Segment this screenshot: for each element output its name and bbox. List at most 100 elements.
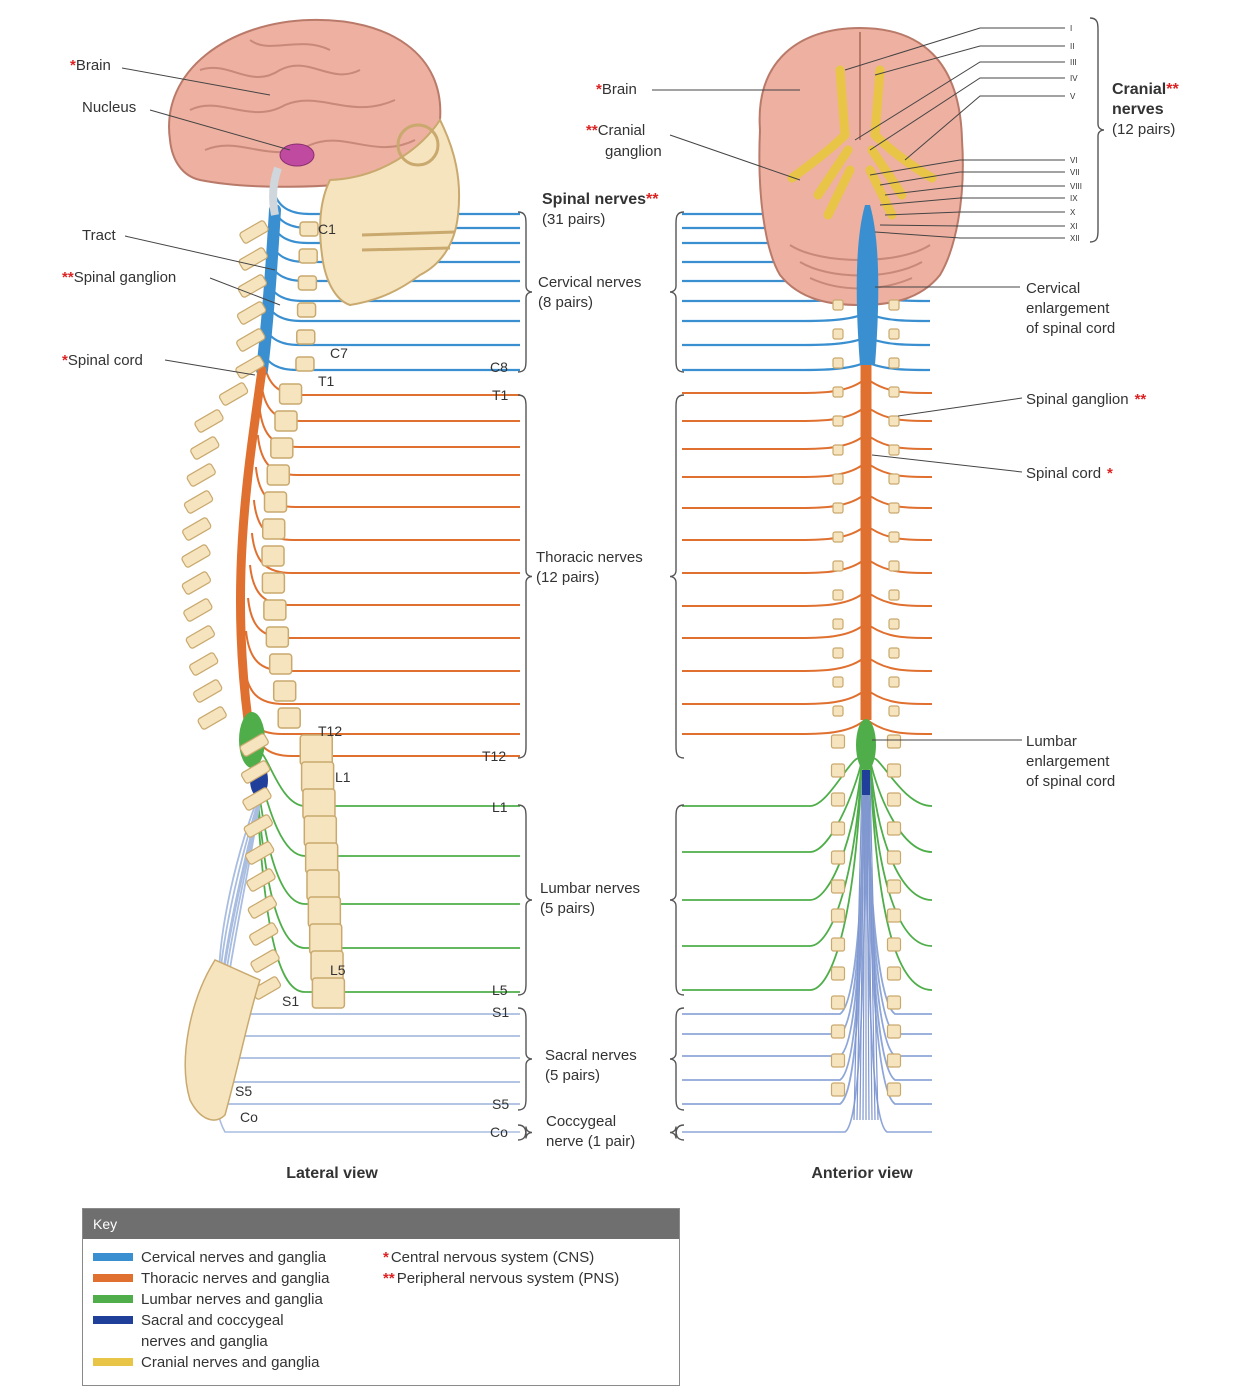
brace-left-view	[517, 211, 533, 373]
anterior-vertebra-right	[886, 792, 902, 807]
key-item-sacral: Sacral and coccygeal nerves and ganglia	[93, 1310, 383, 1352]
lateral-view-caption: Lateral view	[286, 1165, 378, 1182]
anterior-vertebra-left	[832, 328, 844, 340]
cranial-ganglion-label-2: ganglion	[605, 143, 662, 160]
cranial-nerve-numeral: X	[1070, 208, 1076, 217]
cervical-nerve-anterior-left	[682, 312, 867, 323]
anterior-vertebra-right	[886, 821, 902, 836]
cranial-nerve-leader	[879, 224, 1065, 227]
brace-left-view	[517, 394, 533, 759]
vertebra-process	[189, 652, 219, 676]
anterior-vertebra-left	[830, 1082, 846, 1097]
lumbar-nerve-left	[254, 750, 520, 807]
vert-t1: T1	[318, 373, 335, 389]
anterior-vertebra-right	[888, 328, 900, 340]
leader-cranial-ganglion	[669, 134, 801, 181]
brain-right-label: *Brain	[596, 81, 637, 98]
vert-l5: L5	[330, 962, 346, 978]
thoracic-nerve-anterior-left	[682, 492, 867, 509]
thoracic-nerve-anterior-left	[682, 377, 867, 394]
anterior-vertebra-left	[832, 589, 844, 601]
anterior-vertebra-right	[888, 415, 900, 427]
cranial-nerve-numeral: III	[1070, 58, 1077, 67]
vertebra-body	[300, 761, 335, 793]
lumbar-nerve-anterior-left	[682, 759, 863, 901]
brace-anterior-view	[669, 394, 685, 759]
brace-anterior-view	[669, 1124, 685, 1141]
cranial-nerve-numeral: V	[1070, 92, 1076, 101]
vertebra-process	[190, 436, 220, 460]
lumbar-enlargement-label: Lumbar	[1026, 733, 1077, 750]
vertebra-process	[185, 625, 215, 649]
anterior-vertebra-right	[886, 850, 902, 865]
vert-c7: C7	[330, 345, 348, 361]
nerve-c8: C8	[490, 359, 508, 375]
thoracic-nerve-left	[249, 564, 520, 606]
vertebra-process	[193, 679, 223, 703]
vertebra-body	[261, 545, 285, 567]
anterior-vertebra-left	[832, 676, 844, 688]
anterior-vertebra-left	[832, 502, 844, 514]
thoracic-nerve-anterior-left	[682, 622, 867, 639]
thoracic-nerve-left	[258, 406, 520, 448]
anterior-vertebra-right	[886, 995, 902, 1010]
vertebra-body	[270, 437, 294, 459]
anterior-vertebra-left	[832, 386, 844, 398]
nerve-t12: T12	[482, 748, 506, 764]
cranial-nerve-leader	[879, 197, 1065, 206]
vertebra-process	[247, 895, 277, 919]
vertebra-body	[307, 896, 342, 928]
anterior-vertebra-right	[888, 531, 900, 543]
leader-spinal-ganglion-right	[897, 397, 1023, 417]
anterior-lumbar-enlargement	[856, 719, 876, 771]
thoracic-nerve-anterior-left	[682, 433, 867, 450]
vertebra-body	[299, 734, 333, 766]
cranial-nerve-leader	[884, 211, 1065, 216]
cranial-nerve-numeral: I	[1070, 24, 1072, 33]
thoracic-nerve-anterior-left	[682, 557, 867, 574]
brace-anterior-view	[669, 804, 685, 996]
vert-t12: T12	[318, 723, 342, 739]
anterior-vertebra-right	[888, 502, 900, 514]
anterior-vertebra-right	[886, 763, 902, 778]
lumbar-nerve-left	[254, 759, 520, 905]
cranial-nerve-leader	[844, 27, 1065, 71]
cranial-nerve-numeral: IV	[1070, 74, 1078, 83]
nucleus-label: Nucleus	[82, 99, 136, 116]
anterior-vertebra-left	[832, 444, 844, 456]
brace-anterior-view	[669, 1007, 685, 1111]
spinal-ganglion-left-label: **Spinal ganglion	[62, 269, 176, 286]
lateral-brain-gyri	[189, 39, 416, 154]
nucleus-shape	[279, 143, 315, 167]
cervical-enlargement-label-2: enlargement	[1026, 300, 1110, 317]
lateral-cord-cervical	[256, 204, 281, 376]
vertebra-process	[186, 463, 216, 487]
key-cns: *Central nervous system (CNS)	[383, 1249, 595, 1266]
cranial-nerve-leader	[854, 61, 1065, 141]
cauda-equina-fiber	[869, 779, 879, 1121]
lumbar-enlargement-label-3: of spinal cord	[1026, 773, 1115, 790]
vert-c1: C1	[318, 221, 336, 237]
anterior-vertebra-left	[830, 850, 846, 865]
vertebra-process	[181, 571, 212, 595]
cranial-nerve-numeral: VIII	[1070, 182, 1082, 191]
anterior-vertebra-left	[830, 879, 846, 894]
nerve-t1: T1	[492, 387, 509, 403]
cranial-nerve-leader	[879, 171, 1065, 186]
anterior-vertebra-left	[830, 1053, 846, 1068]
sacrum-shape	[184, 959, 261, 1121]
cauda-equina-fiber	[853, 779, 863, 1121]
anterior-vertebra-left	[832, 705, 844, 717]
vertebra-process	[242, 787, 272, 811]
brain-left-label: *Brain	[70, 57, 111, 74]
spinal-nerves-label: Spinal nerves**	[542, 191, 659, 208]
vertebra-body	[306, 869, 340, 901]
vertebra-process	[183, 598, 213, 622]
thoracic-nerve-left	[254, 466, 520, 508]
anterior-vertebra-left	[830, 763, 846, 778]
vertebra-body	[303, 815, 338, 847]
vertebrae	[181, 220, 902, 1121]
anterior-vertebra-right	[886, 879, 902, 894]
thoracic-nerve-anterior-left	[682, 405, 867, 422]
anterior-vertebra-left	[830, 1024, 846, 1039]
